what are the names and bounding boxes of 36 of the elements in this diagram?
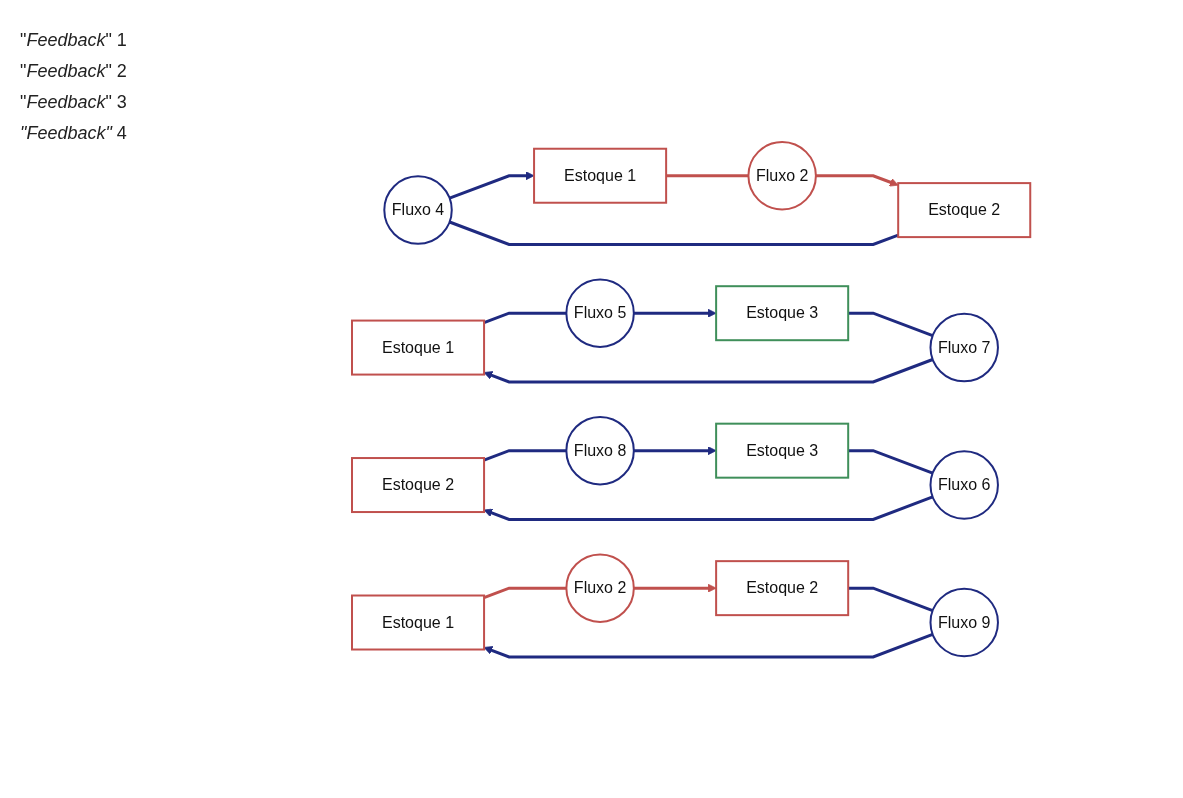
arrow (816, 173, 899, 187)
node-box: Estoque 3 (715, 284, 850, 341)
node-circle: Fluxo 2 (565, 552, 636, 623)
arrow (634, 583, 717, 593)
node-box: Estoque 2 (351, 456, 486, 513)
connector (666, 173, 749, 177)
node-box: Estoque 2 (897, 181, 1032, 238)
node-circle: Fluxo 2 (747, 140, 818, 211)
connector (449, 220, 900, 246)
node-circle: Fluxo 8 (565, 415, 636, 485)
arrow (449, 170, 535, 200)
connector (483, 448, 567, 462)
node-box: Estoque 1 (533, 147, 668, 204)
connector (483, 311, 567, 324)
arrow (484, 632, 934, 658)
feedback-label: "Feedback" 3 (20, 92, 128, 113)
arrow (484, 357, 934, 383)
feedback-label: "Feedback" 4 (20, 123, 128, 144)
node-box: Estoque 2 (715, 559, 850, 616)
connector (848, 586, 934, 612)
node-circle: Fluxo 9 (929, 587, 1000, 657)
node-box: Estoque 3 (715, 422, 850, 479)
node-circle: Fluxo 7 (929, 312, 1000, 382)
arrow (484, 495, 934, 521)
connector (848, 311, 934, 337)
node-box: Estoque 1 (351, 594, 486, 651)
arrow (634, 445, 717, 455)
feedback-label: "Feedback" 2 (20, 61, 128, 82)
arrow (634, 308, 717, 318)
node-box: Estoque 1 (351, 319, 486, 376)
node-circle: Fluxo 6 (929, 449, 1000, 520)
node-circle: Fluxo 4 (383, 174, 454, 245)
connector (848, 448, 934, 475)
node-circle: Fluxo 5 (565, 278, 636, 348)
connector (483, 586, 567, 599)
feedback-label: "Feedback" 1 (20, 30, 128, 51)
